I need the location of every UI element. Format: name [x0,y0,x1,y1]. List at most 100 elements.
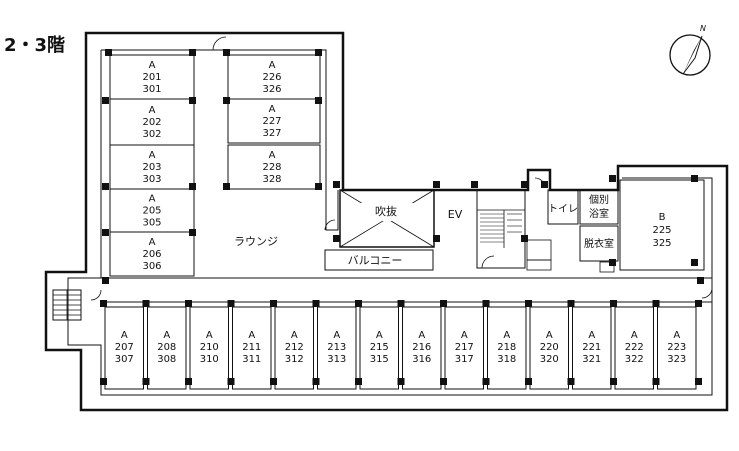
room-208-floor3: 308 [157,354,176,365]
room-201-type: A [149,60,156,71]
balcony-label: バルコニー [348,254,403,267]
room-b-3f: 325 [652,238,671,249]
room-221-type: A [588,330,595,341]
room-228-floor3: 328 [262,174,281,185]
room-227-type: A [269,104,276,115]
room-202-floor2: 202 [142,117,161,128]
room-212-floor2: 212 [285,342,304,353]
room-226-type: A [269,60,276,71]
atrium [339,189,435,248]
toilet-label: トイレ [548,204,578,215]
room-223-floor3: 323 [667,354,686,365]
private-bath-label-2: 浴室 [589,207,609,220]
room-218-type: A [503,330,510,341]
room-221-floor2: 221 [582,342,601,353]
room-217-floor3: 317 [455,354,474,365]
room-226-floor2: 226 [262,72,281,83]
room-212-floor3: 312 [285,354,304,365]
room-207-floor2: 207 [115,342,134,353]
room-211-floor2: 211 [242,342,261,353]
room-203-floor2: 203 [142,162,161,173]
room-207-type: A [121,330,128,341]
room-223-floor2: 223 [667,342,686,353]
door-top [212,36,227,51]
room-228-type: A [269,150,276,161]
room-215-floor3: 315 [370,354,389,365]
room-202-floor3: 302 [142,129,161,140]
room-201-floor3: 301 [142,84,161,95]
room-227-floor3: 327 [262,128,281,139]
room-203-type: A [149,150,156,161]
bottom-room-row: A207307A208308A210310A211311A212312A2133… [104,306,697,390]
storage-a [526,239,552,261]
room-217-type: A [461,330,468,341]
private-bath-label-1: 個別 [589,193,609,206]
room-220-floor2: 220 [540,342,559,353]
room-223-type: A [673,330,680,341]
ev-label: EV [448,208,463,221]
room-222-floor2: 222 [625,342,644,353]
room-222-floor3: 322 [625,354,644,365]
outer-wall [44,31,729,412]
room-218-floor2: 218 [497,342,516,353]
compass-label: N [700,24,706,33]
room-206-type: A [149,237,156,248]
room-210-type: A [206,330,213,341]
room-211-floor3: 311 [242,354,261,365]
structural-columns [100,49,704,385]
room-216-type: A [418,330,425,341]
door-right [701,287,713,299]
room-205-type: A [149,194,156,205]
room-b-2f: 225 [652,225,671,236]
room-213-floor3: 313 [327,354,346,365]
atrium-label: 吹抜 [375,204,397,218]
lounge-label: ラウンジ [234,235,278,248]
storage-b [526,259,552,271]
room-206-floor2: 206 [142,249,161,260]
room-221-floor3: 321 [582,354,601,365]
room-203-floor3: 303 [142,174,161,185]
room-210-floor2: 210 [200,342,219,353]
room-228-floor2: 228 [262,162,281,173]
inner-wall-lower [67,50,713,396]
inner-wall [101,49,339,231]
room-213-type: A [333,330,340,341]
dressing-room [579,225,619,262]
sink-box [599,261,615,273]
right-stair [476,189,526,269]
room-211-type: A [248,330,255,341]
room-208-type: A [163,330,170,341]
floor-label: 2・3階 [4,35,66,56]
room-b [619,179,705,271]
compass-icon [669,34,711,76]
left-stair [52,289,82,321]
room-212-type: A [291,330,298,341]
room-201-floor2: 201 [142,72,161,83]
room-218-floor3: 318 [497,354,516,365]
room-227-floor2: 227 [262,116,281,127]
private-bath [579,189,619,225]
room-205-floor2: 205 [142,206,161,217]
door-balcony [324,219,336,231]
room-b-type: B [659,212,666,223]
